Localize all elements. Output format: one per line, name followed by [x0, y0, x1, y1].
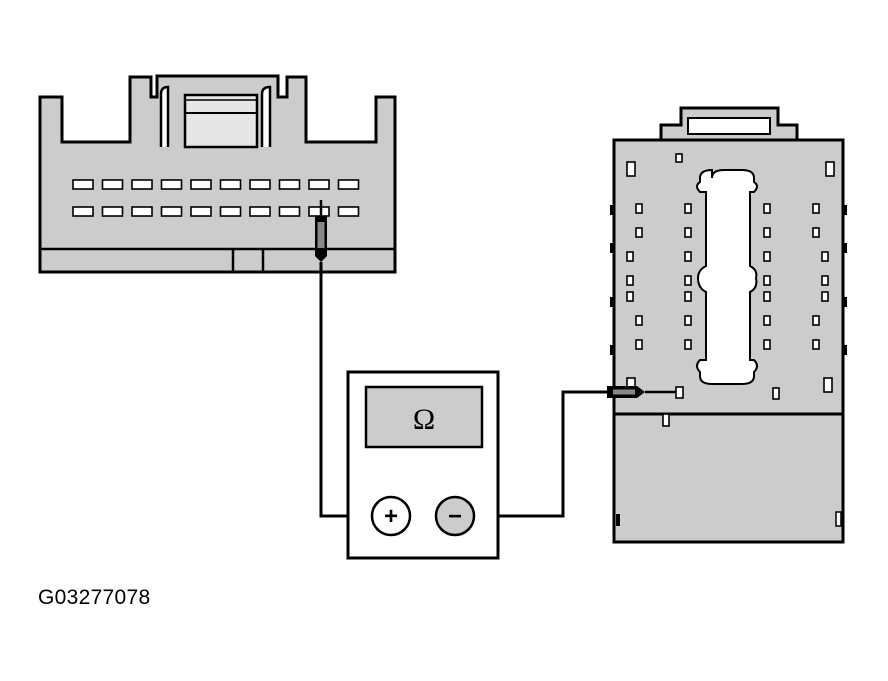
right-pin — [635, 339, 643, 350]
right-pin — [825, 161, 835, 177]
right-pin — [772, 387, 780, 400]
right-pin — [812, 203, 820, 214]
side-bump — [835, 511, 842, 527]
right-pin — [763, 291, 771, 302]
negative-label: − — [448, 503, 462, 530]
side-bump — [842, 297, 847, 307]
left-pin — [72, 206, 94, 217]
left-connector-body — [38, 74, 397, 274]
ohmmeter: Ω + − — [346, 370, 500, 560]
right-pin — [626, 161, 636, 177]
right-pin — [812, 227, 820, 238]
left-pin — [101, 206, 124, 217]
right-pin — [763, 275, 771, 286]
side-bump — [610, 243, 615, 253]
right-probe[interactable] — [607, 386, 684, 399]
left-pin — [131, 206, 153, 217]
side-bump — [610, 297, 615, 307]
left-connector-latch — [183, 93, 259, 149]
right-module-center-cutout — [696, 168, 758, 385]
left-pin — [219, 206, 242, 217]
right-pin — [823, 377, 833, 393]
right-pin — [626, 251, 634, 262]
left-pin — [278, 206, 301, 217]
positive-terminal[interactable]: + — [370, 495, 412, 537]
right-pin — [684, 251, 692, 262]
right-pin — [763, 203, 771, 214]
right-pin — [684, 339, 692, 350]
side-bump — [842, 243, 847, 253]
left-pin — [219, 179, 242, 190]
left-pin — [190, 206, 212, 217]
right-pin — [763, 251, 771, 262]
positive-label: + — [384, 503, 398, 530]
right-pin — [626, 275, 634, 286]
left-pin — [308, 179, 330, 190]
ohm-symbol: Ω — [413, 403, 435, 436]
right-pin — [684, 275, 692, 286]
wire-negative — [478, 390, 607, 518]
left-pin — [308, 206, 330, 217]
right-pin — [812, 315, 820, 326]
right-pin — [684, 291, 692, 302]
left-pin — [249, 179, 271, 190]
left-connector-pin-row-top — [72, 179, 360, 190]
right-pin — [626, 291, 634, 302]
left-connector — [38, 74, 397, 274]
left-pin — [160, 206, 183, 217]
left-pin — [101, 179, 124, 190]
right-pin — [635, 227, 643, 238]
right-pin — [812, 339, 820, 350]
right-module-pins — [626, 153, 835, 427]
right-pin — [821, 251, 829, 262]
right-pin — [675, 153, 683, 163]
side-bump — [842, 205, 847, 215]
left-pin — [131, 179, 153, 190]
right-module — [610, 106, 847, 544]
left-pin — [72, 179, 94, 190]
left-pin — [337, 179, 360, 190]
right-pin — [763, 227, 771, 238]
side-bump — [610, 205, 615, 215]
left-connector-pin-row-bottom — [72, 206, 360, 217]
right-pin — [763, 339, 771, 350]
right-pin — [821, 291, 829, 302]
side-bump — [616, 514, 620, 526]
left-pin — [160, 179, 183, 190]
ohmmeter-display — [364, 385, 484, 449]
figure-id: G03277078 — [38, 586, 151, 609]
right-pin — [635, 315, 643, 326]
left-pin — [190, 179, 212, 190]
left-pin — [249, 206, 271, 217]
right-pin — [684, 227, 692, 238]
right-pin — [635, 203, 643, 214]
left-pin — [278, 179, 301, 190]
right-pin — [763, 315, 771, 326]
side-bump — [610, 345, 615, 355]
right-pin — [684, 315, 692, 326]
left-probe[interactable] — [315, 200, 327, 262]
right-pin — [684, 203, 692, 214]
right-pin — [662, 413, 670, 427]
side-bump — [842, 345, 847, 355]
negative-terminal[interactable]: − — [434, 495, 476, 537]
right-pin — [821, 275, 829, 286]
left-pin — [337, 206, 360, 217]
